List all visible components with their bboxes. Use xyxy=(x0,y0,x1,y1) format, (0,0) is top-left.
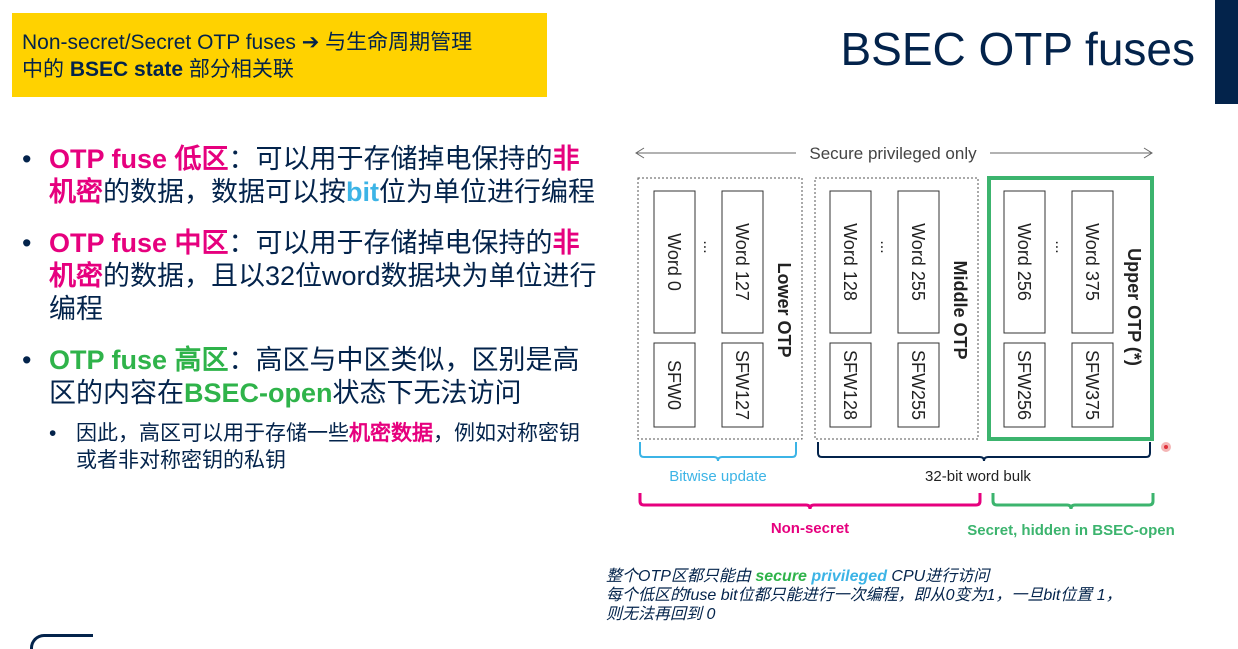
sfw-label: SFW375 xyxy=(1082,350,1102,420)
bullet-list: • OTP fuse 低区：可以用于存储掉电保持的非机密的数据，数据可以按bit… xyxy=(22,143,597,474)
upper-otp-frame xyxy=(987,176,1154,441)
sfw-label: SFW127 xyxy=(732,350,752,420)
footnote-highlight: secure xyxy=(755,568,807,585)
nonsecret-bracket xyxy=(638,493,982,510)
sfw-box xyxy=(1071,342,1114,428)
secret-label: Secret, hidden in BSEC-open xyxy=(967,522,1175,539)
word-box xyxy=(653,190,696,334)
bullet-highlight: BSEC-open xyxy=(184,378,333,408)
word-label: Word 127 xyxy=(732,223,752,301)
callout-bold-text: BSEC state xyxy=(69,58,184,81)
sfw-box xyxy=(1003,342,1046,428)
bullet-text: ：高区与中区类似，区别是高区的内容在 xyxy=(49,345,580,408)
callout-text: 与生命周期管理 xyxy=(319,31,473,54)
bullet-heading: OTP fuse 高区 xyxy=(49,345,229,375)
ellipsis: ... xyxy=(1052,240,1069,253)
bullet-highlight: 非机密 xyxy=(49,228,580,291)
footnote-text: CPU进行访问 xyxy=(886,568,990,585)
bullet-dot-icon: • xyxy=(49,422,57,445)
footnote-line-3: 则无法再回到 0 xyxy=(606,606,716,623)
bitwise-label: Bitwise update xyxy=(669,468,767,485)
region-label: Middle OTP xyxy=(950,261,970,360)
word-box xyxy=(829,190,872,334)
word-label: Word 0 xyxy=(664,233,684,291)
ellipsis: ... xyxy=(877,240,894,253)
secret-bracket xyxy=(991,493,1155,510)
region-label: Lower OTP xyxy=(774,262,794,357)
bullet-dot-icon: • xyxy=(22,228,32,258)
red-dot-icon xyxy=(1164,445,1168,449)
page-title: BSEC OTP fuses xyxy=(840,23,1195,75)
bullet-text: ：可以用于存储掉电保持的 xyxy=(228,144,553,174)
word-label: Word 255 xyxy=(908,223,928,301)
bulk-bracket xyxy=(817,442,1151,462)
sidebar-accent-bar xyxy=(1215,0,1238,104)
bullet-text: 位为单位进行编程 xyxy=(379,177,595,207)
sfw-label: SFW0 xyxy=(664,360,684,410)
callout-text: Non-secret/Secret OTP fuses xyxy=(22,31,302,54)
sfw-box xyxy=(897,342,940,428)
top-label: Secure privileged only xyxy=(809,144,977,163)
bullet-upper-otp: • OTP fuse 高区：高区与中区类似，区别是高区的内容在BSEC-open… xyxy=(22,344,597,410)
bullet-text: ，例如对称密钥或者非对称密钥的私钥 xyxy=(76,422,580,472)
sfw-label: SFW256 xyxy=(1014,350,1034,420)
word-label: Word 256 xyxy=(1014,223,1034,301)
bullet-heading: OTP fuse 中区 xyxy=(49,228,229,258)
footnote: 整个OTP区都只能由 secure privileged CPU进行访问 每个低… xyxy=(606,567,1122,624)
callout-line-1: Non-secret/Secret OTP fuses ➔ 与生命周期管理 xyxy=(22,29,537,56)
bullet-text: 的数据，且以32位word数据块为单位进行编程 xyxy=(49,261,597,324)
bulk-label: 32-bit word bulk xyxy=(925,468,1031,485)
callout-box: Non-secret/Secret OTP fuses ➔ 与生命周期管理 中的… xyxy=(12,13,547,97)
word-box xyxy=(1003,190,1046,334)
bullet-text: 因此，高区可以用于存储一些 xyxy=(76,422,349,445)
bullet-highlight: 机密数据 xyxy=(349,422,433,445)
word-box xyxy=(897,190,940,334)
nonsecret-label: Non-secret xyxy=(771,520,849,537)
arrow-left-icon xyxy=(635,147,645,159)
bullet-middle-otp: • OTP fuse 中区：可以用于存储掉电保持的非机密的数据，且以32位wor… xyxy=(22,227,597,326)
footnote-line-2: 每个低区的fuse bit位都只能进行一次编程，即从0变为1，一旦bit位置 1… xyxy=(606,587,1122,604)
bullet-heading: OTP fuse 低区 xyxy=(49,144,229,174)
arrow-right-icon xyxy=(1143,147,1153,159)
st-logo-icon xyxy=(30,634,93,649)
footnote-text: 整个OTP区都只能由 xyxy=(606,568,756,585)
callout-line-2: 中的 BSEC state 部分相关联 xyxy=(22,56,537,83)
region-label: Upper OTP (*) xyxy=(1124,248,1144,366)
sfw-label: SFW255 xyxy=(908,350,928,420)
sfw-box xyxy=(653,342,696,428)
ellipsis: ... xyxy=(700,240,717,253)
word-label: Word 375 xyxy=(1082,223,1102,301)
otp-diagram: Secure privileged only Word 0 Word 127 S… xyxy=(635,144,1175,539)
sfw-label: SFW128 xyxy=(840,350,860,420)
word-label: Word 128 xyxy=(840,223,860,301)
bullet-text: 的数据，数据可以按 xyxy=(103,177,346,207)
word-box xyxy=(1071,190,1114,334)
sfw-box xyxy=(829,342,872,428)
footnote-highlight: privileged xyxy=(811,568,887,585)
lower-otp-frame xyxy=(637,177,803,440)
callout-text: 中的 xyxy=(22,58,70,81)
word-box xyxy=(721,190,764,334)
bullet-dot-icon: • xyxy=(22,345,32,375)
bullet-text: 状态下无法访问 xyxy=(332,378,522,408)
bullet-dot-icon: • xyxy=(22,144,32,174)
arrow-right-icon: ➔ xyxy=(301,31,320,54)
bullet-highlight: bit xyxy=(346,177,379,207)
bitwise-bracket xyxy=(639,442,797,462)
sfw-box xyxy=(721,342,764,428)
sub-bullet: • 因此，高区可以用于存储一些机密数据，例如对称密钥或者非对称密钥的私钥 xyxy=(49,420,597,474)
middle-otp-frame xyxy=(814,177,979,440)
callout-text: 部分相关联 xyxy=(183,58,294,81)
bullet-lower-otp: • OTP fuse 低区：可以用于存储掉电保持的非机密的数据，数据可以按bit… xyxy=(22,143,597,209)
bullet-highlight: 非机密 xyxy=(49,144,580,207)
footnote-line-1: 整个OTP区都只能由 secure privileged CPU进行访问 xyxy=(606,567,1122,586)
bullet-text: ：可以用于存储掉电保持的 xyxy=(228,228,553,258)
